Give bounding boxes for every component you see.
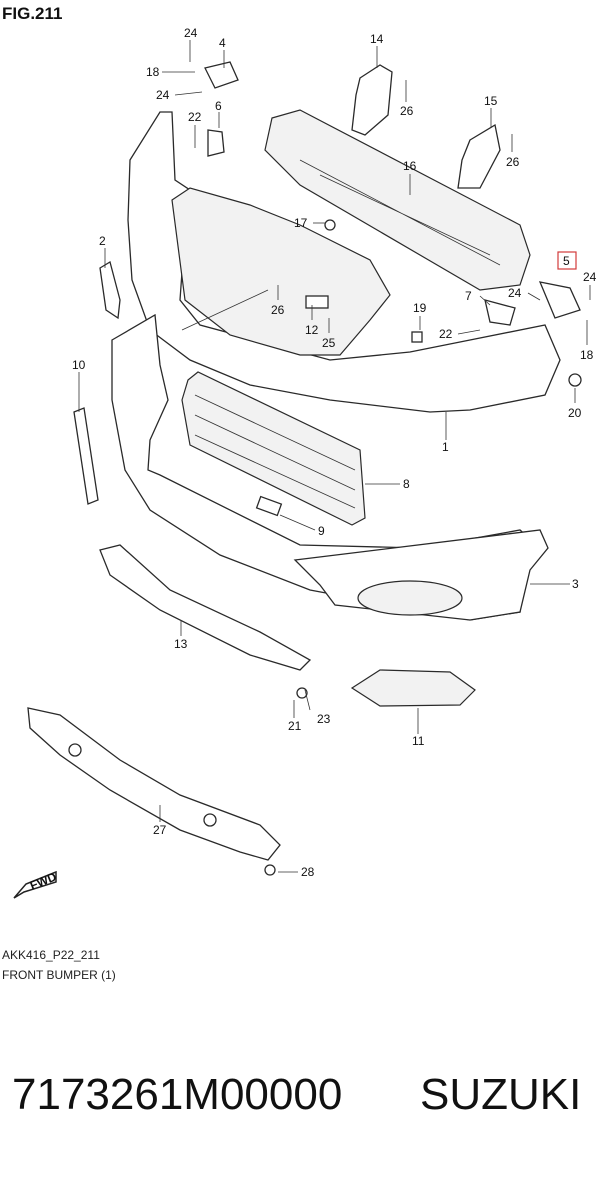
callout-label: 12 [305,323,319,337]
callout-label: 4 [219,36,226,50]
callout-label: 27 [153,823,167,837]
callout-label: 17 [294,216,308,230]
callout-label: 7 [465,289,472,303]
part-1-reinforcement [171,187,391,356]
part-11-fog-cover [350,669,476,707]
leader-lines [78,40,591,873]
callout-label: 6 [215,99,222,113]
callout-label-highlighted: 5 [563,254,570,268]
part-number-line: 7173261M00000 SUZUKI [0,1070,600,1130]
part-16-absorber [264,109,531,291]
callout-label: 24 [583,270,597,284]
callout-label: 18 [146,65,160,79]
fwd-arrow-icon: FWD [13,869,59,899]
part-2-cover [99,260,121,320]
figure-title: FIG.211 [2,4,63,23]
part-10-bracket [73,407,99,505]
callout-label: 13 [174,637,188,651]
diagram-name: FRONT BUMPER (1) [2,968,116,982]
callout-label: 11 [412,734,425,748]
brand-name: SUZUKI [420,1070,582,1119]
highlight-box-part-5 [557,251,577,270]
callout-label: 28 [301,865,315,879]
callout-label: 22 [439,327,453,341]
exploded-parts-diagram: FWD 24 4 18 24 6 22 14 26 15 26 16 2 17 … [13,26,597,899]
fwd-label: FWD [28,869,59,892]
callout-label: 8 [403,477,410,491]
callout-label: 24 [156,88,170,102]
part-9-emblem [255,495,283,517]
callout-labels: 24 4 18 24 6 22 14 26 15 26 16 2 17 26 1… [72,26,597,879]
callout-label: 20 [568,406,582,420]
callout-label: 15 [484,94,498,108]
part-6-bracket [207,129,225,157]
callout-label: 16 [403,159,417,173]
callout-label: 24 [508,286,522,300]
part-13-spoiler [99,544,312,671]
part-15-bracket [457,123,501,189]
callout-label: 21 [288,719,302,733]
callout-label: 2 [99,234,106,248]
callout-label: 26 [506,155,520,169]
callout-label: 1 [442,440,449,454]
part-4-clip [204,61,239,89]
callout-label: 19 [413,301,427,315]
callout-label: 26 [400,104,414,118]
callout-label: 10 [72,358,86,372]
part-number: 7173261M00000 [12,1070,343,1119]
callout-label: 18 [580,348,594,362]
diagram-code: AKK416_P22_211 [2,948,100,962]
callout-label: 14 [370,32,384,46]
part-27-lower-member [27,707,281,861]
callout-label: 25 [322,336,336,350]
callout-label: 26 [271,303,285,317]
callout-label: 9 [318,524,325,538]
callout-label: 22 [188,110,202,124]
callout-label: 23 [317,712,331,726]
callout-label: 3 [572,577,579,591]
callout-label: 24 [184,26,198,40]
part-3-fog-opening [357,580,463,616]
part-14-bracket [351,64,393,136]
